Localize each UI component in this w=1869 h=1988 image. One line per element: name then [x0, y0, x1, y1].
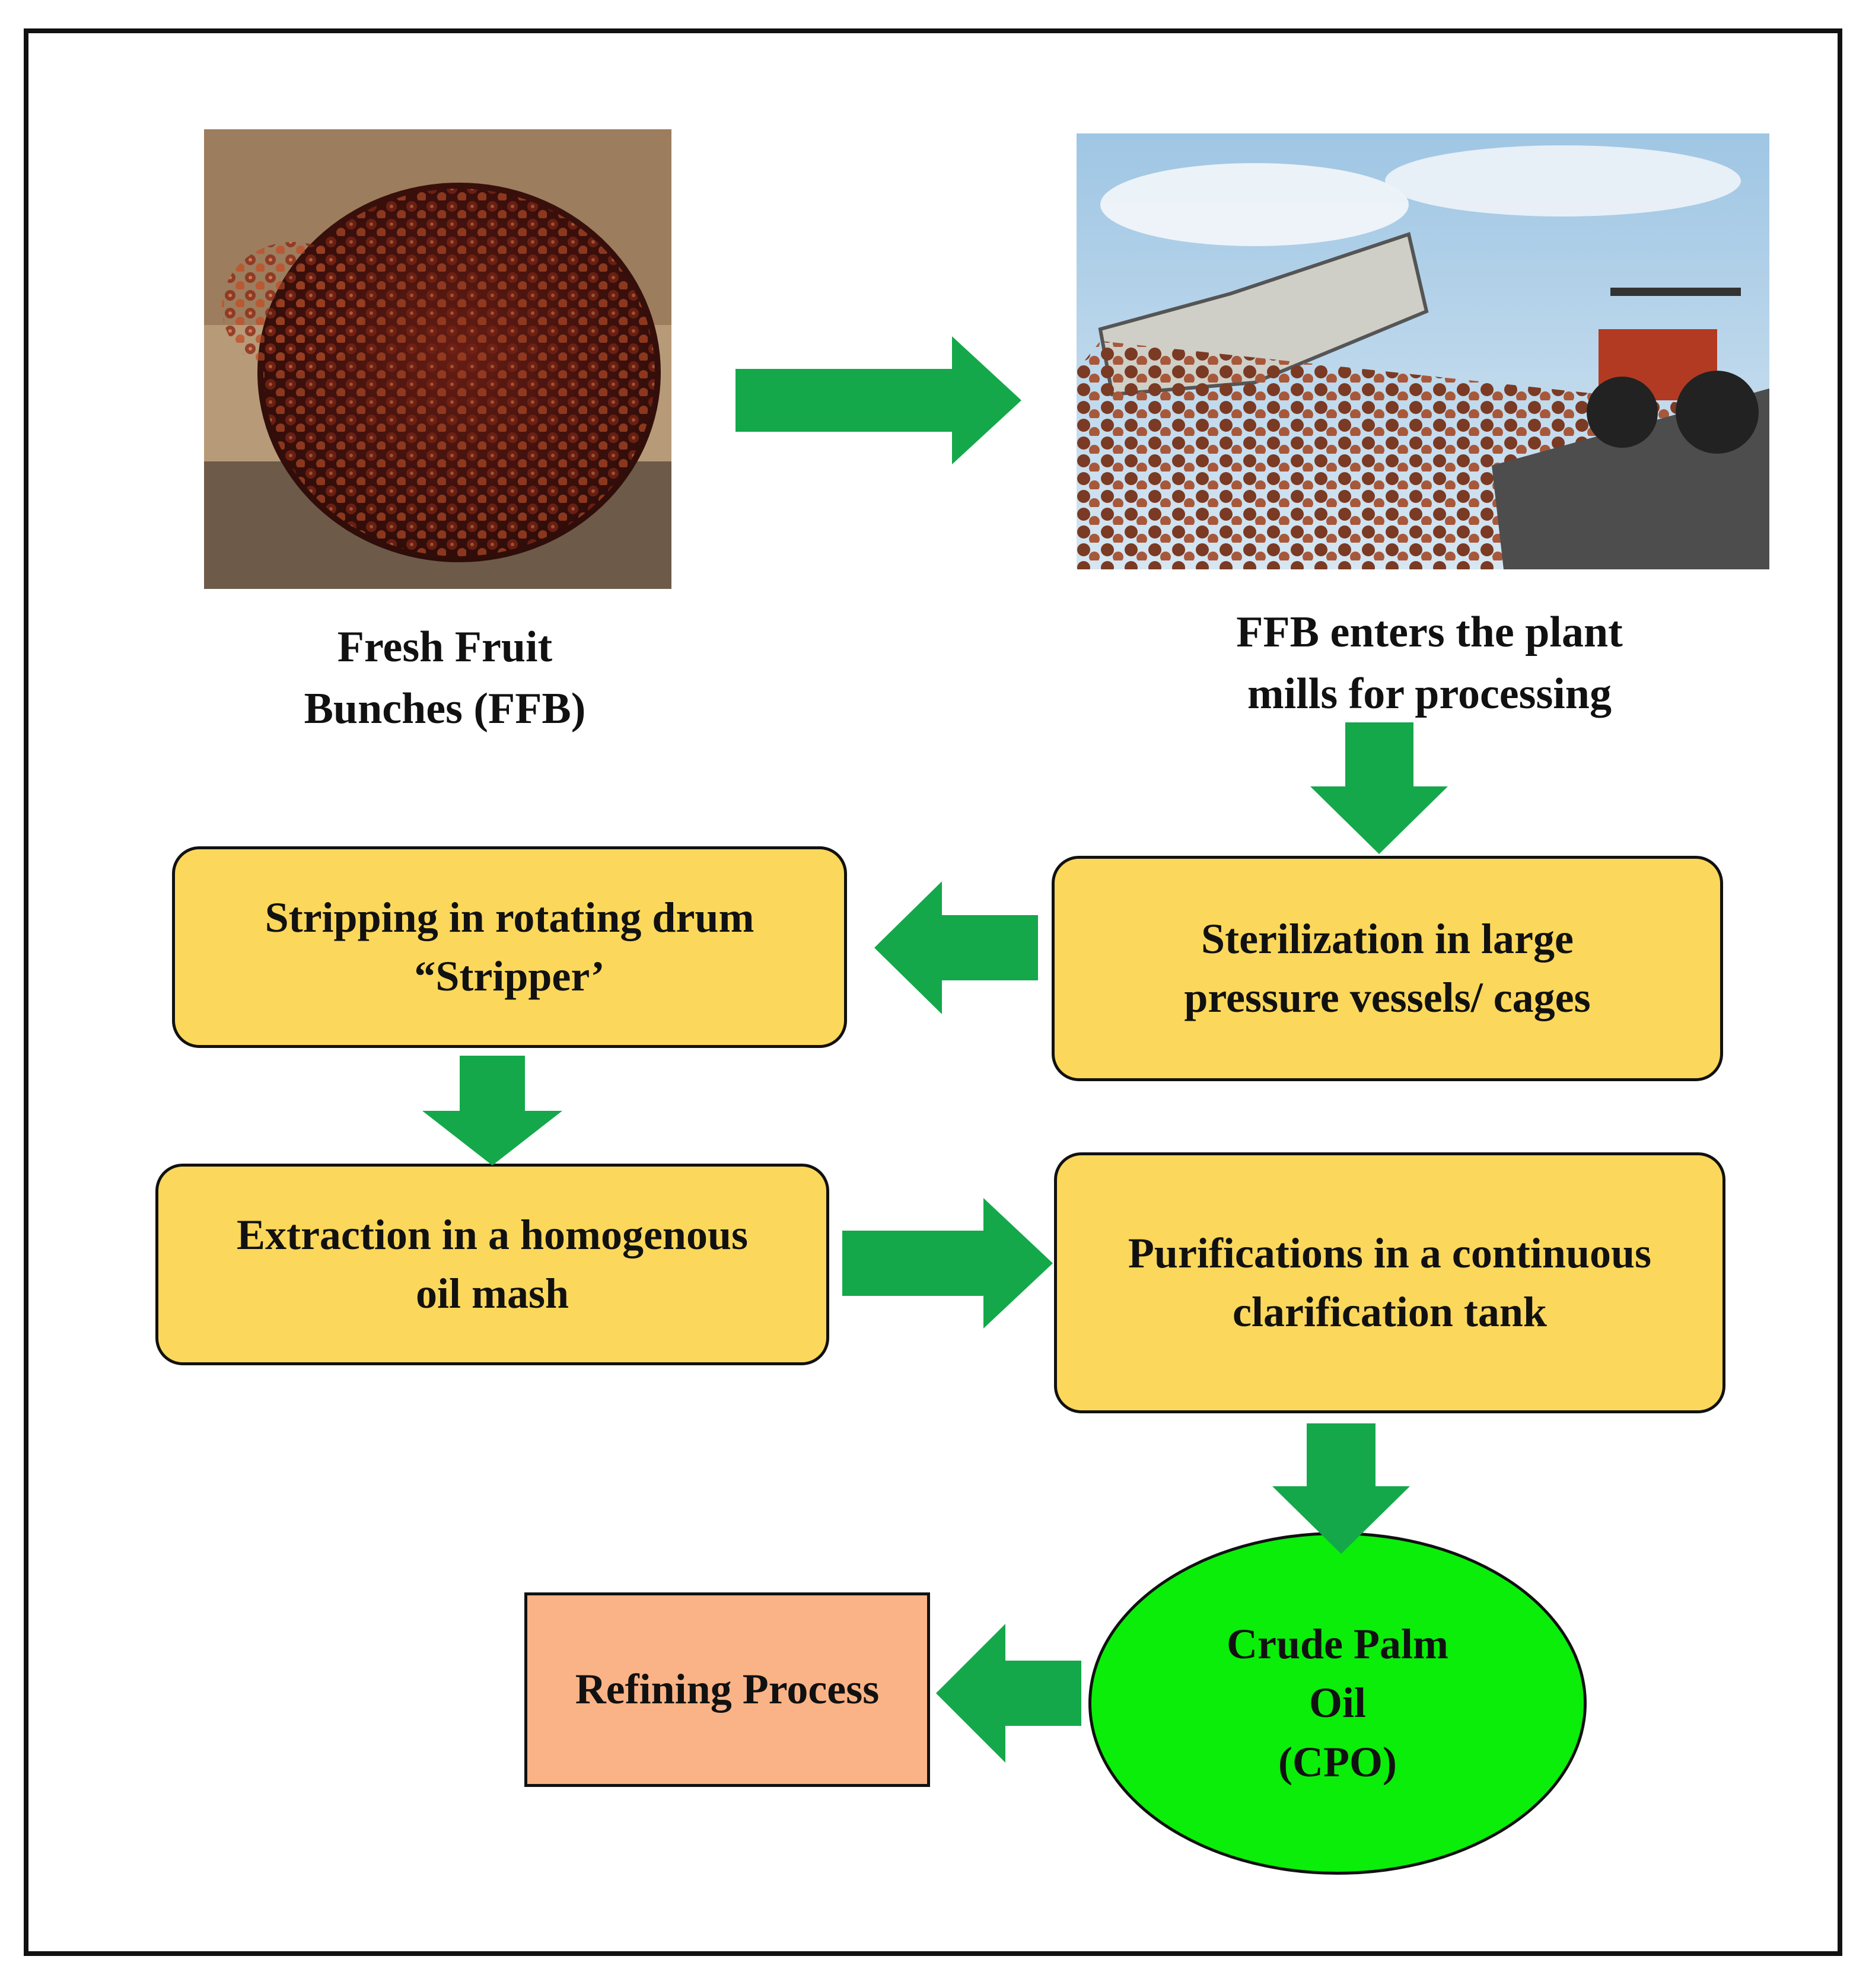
mill-photo-illustration — [1077, 133, 1769, 569]
cpo-label: Crude Palm Oil (CPO) — [1227, 1620, 1448, 1786]
stripping-box: Stripping in rotating drum “Stripper’ — [172, 846, 847, 1048]
sterilization-box: Sterilization in large pressure vessels/… — [1052, 856, 1723, 1081]
sterilization-label: Sterilization in large pressure vessels/… — [1184, 915, 1591, 1021]
refining-label: Refining Process — [575, 1665, 880, 1713]
ffb-caption-text: Fresh Fruit Bunches (FFB) — [304, 623, 586, 733]
cpo-ellipse: Crude Palm Oil (CPO) — [1088, 1532, 1587, 1875]
ffb-photo-illustration — [204, 129, 671, 589]
ffb-photo — [204, 129, 671, 589]
mill-photo — [1077, 133, 1769, 569]
stripping-label: Stripping in rotating drum “Stripper’ — [265, 893, 754, 1000]
extraction-label: Extraction in a homogenous oil mash — [236, 1210, 749, 1317]
refining-box: Refining Process — [524, 1592, 930, 1787]
purification-box: Purifications in a continuous clarificat… — [1054, 1152, 1725, 1413]
mill-caption-text: FFB enters the plant mills for processin… — [1236, 608, 1623, 718]
purification-label: Purifications in a continuous clarificat… — [1128, 1229, 1652, 1336]
extraction-box: Extraction in a homogenous oil mash — [155, 1164, 829, 1365]
mill-caption: FFB enters the plant mills for processin… — [1139, 602, 1720, 725]
diagram-frame — [24, 28, 1842, 1956]
ffb-caption: Fresh Fruit Bunches (FFB) — [231, 617, 658, 740]
